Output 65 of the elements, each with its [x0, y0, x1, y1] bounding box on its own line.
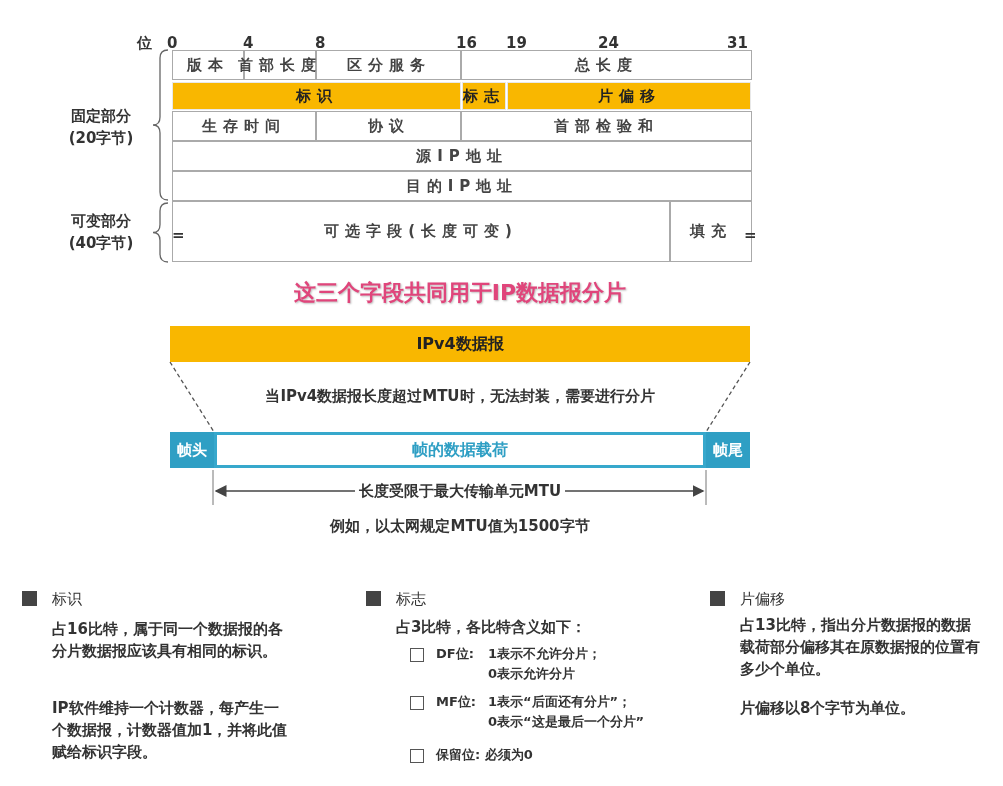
mark-text: = — [744, 225, 757, 246]
field-name: IPv4数据报 — [416, 333, 504, 355]
field-cell — [172, 141, 752, 171]
field-name: 可选字段(长度可变) — [324, 222, 518, 241]
field-name: 生存时间 — [202, 116, 286, 136]
description-text: 片偏移以8个字节为单位。 — [740, 698, 916, 719]
field-name: 片偏移 — [597, 86, 661, 106]
frame-end-block — [170, 432, 214, 468]
field-name: 首部检验和 — [554, 116, 659, 136]
description-text: 占16比特，属于同一个数据报的各分片数据报应该具有相同的标识。 — [52, 619, 284, 662]
field-cell — [172, 111, 316, 141]
description-text: 占3比特，各比特含义如下： — [396, 617, 587, 638]
bit-number: 24 — [598, 33, 619, 54]
field-name: 版本 — [187, 55, 229, 75]
bit-name: 保留位: 必须为0 — [436, 746, 533, 764]
bit-label: 位 — [137, 33, 152, 54]
description-text: 占13比特，指出分片数据报的数据载荷部分偏移其在原数据报的位置有多少个单位。 — [740, 615, 980, 680]
field-cell — [172, 201, 670, 262]
bit-name: DF位: — [436, 645, 474, 663]
field-cell — [172, 171, 752, 201]
field-name: 标志 — [463, 86, 505, 106]
field-name: 标识 — [295, 86, 338, 106]
heading: 这三个字段共同用于IP数据报分片 — [292, 279, 628, 307]
field-name: 区分服务 — [346, 55, 431, 75]
field-name: 帧的数据载荷 — [412, 439, 508, 461]
field-name: 填充 — [690, 222, 732, 241]
bit-number: 4 — [243, 33, 254, 54]
frame-payload-box — [214, 432, 706, 468]
section-heading: 片偏移 — [740, 589, 785, 610]
note-text: 例如，以太网规定MTU值为1500字节 — [328, 516, 591, 537]
section-label: 可变部分(40字节) — [67, 211, 135, 254]
bit-number: 8 — [315, 33, 326, 54]
field-name: 总长度 — [575, 55, 638, 75]
highlighted-field-cell — [507, 82, 751, 110]
mark-text: = — [172, 225, 185, 246]
field-name: 目的IP地址 — [405, 176, 519, 196]
field-name: 源IP地址 — [416, 146, 508, 166]
field-cell — [316, 50, 461, 80]
field-cell — [316, 111, 461, 141]
bit-number: 16 — [456, 33, 477, 54]
section-heading: 标识 — [52, 589, 82, 610]
field-name: 帧头 — [177, 440, 207, 460]
field-name: 帧尾 — [713, 440, 743, 460]
description-text: IP软件维持一个计数器，每产生一个数据报，计数器值加1，并将此值赋给标识字段。 — [52, 698, 289, 763]
bit-number: 19 — [506, 33, 527, 54]
section-label: 固定部分(20字节) — [67, 106, 135, 149]
bit-meaning: 1表示“后面还有分片”； — [488, 693, 632, 711]
dimension-label: 长度受限于最大传输单元MTU — [354, 482, 566, 500]
field-name: 协议 — [367, 116, 410, 136]
field-cell — [461, 111, 752, 141]
bit-name: MF位: — [436, 693, 476, 711]
datagram-bar — [170, 326, 750, 362]
bit-number: 31 — [727, 33, 748, 54]
bit-meaning: 0表示允许分片 — [488, 665, 576, 683]
frame-end-block — [706, 432, 750, 468]
note-text: 当IPv4数据报长度超过MTU时，无法封装，需要进行分片 — [264, 386, 656, 407]
bit-number: 0 — [167, 33, 178, 54]
dashed-guide-line — [705, 361, 751, 433]
field-cell — [461, 50, 752, 80]
field-name: 首部长度 — [238, 55, 322, 75]
dashed-guide-line — [169, 361, 215, 433]
bit-meaning: 0表示“这是最后一个分片” — [488, 713, 645, 731]
highlighted-field-cell — [172, 82, 461, 110]
bit-meaning: 1表示不允许分片； — [488, 645, 602, 663]
section-heading: 标志 — [396, 589, 426, 610]
